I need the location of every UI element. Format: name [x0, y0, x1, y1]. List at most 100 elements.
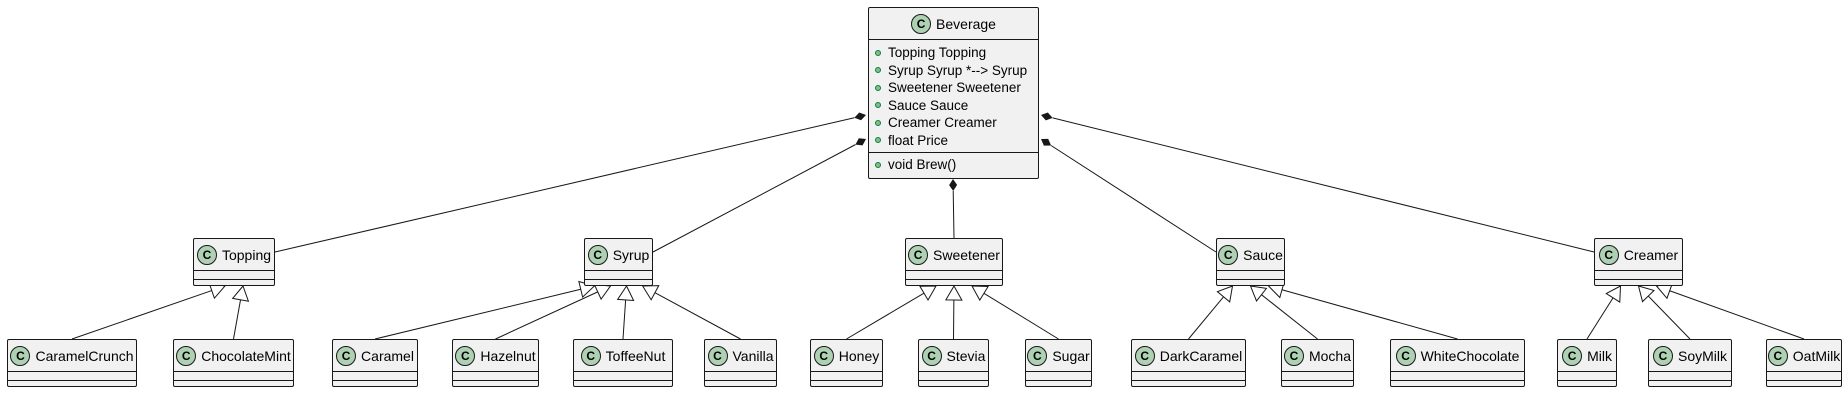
subclass-class-soy-milk[interactable]: C SoyMilk — [1648, 339, 1732, 387]
class-methods-compartment — [1595, 279, 1682, 287]
class-methods-compartment — [1649, 380, 1731, 388]
attribute-row: float Price — [869, 132, 1038, 150]
class-stereotype-icon: C — [921, 345, 942, 366]
class-methods-compartment — [1767, 380, 1841, 388]
class-methods-compartment — [906, 279, 1002, 287]
public-visibility-icon — [875, 119, 881, 126]
class-methods-compartment — [333, 380, 417, 388]
composition-edge — [1050, 145, 1217, 253]
class-stereotype-icon: C — [455, 345, 476, 366]
class-attributes-compartment — [1391, 371, 1524, 380]
class-name: ChocolateMint — [201, 347, 291, 364]
class-attributes-compartment — [1649, 371, 1731, 380]
inheritance-arrowhead-marker — [231, 285, 250, 302]
class-name: Milk — [1587, 347, 1612, 364]
class-attributes-compartment — [194, 270, 274, 279]
class-attributes-compartment — [333, 371, 417, 380]
attribute-row-text: Syrup Syrup *--> Syrup — [888, 62, 1028, 78]
class-methods-compartment — [1132, 380, 1245, 388]
class-attributes-compartment — [1132, 371, 1245, 380]
class-name: Honey — [838, 347, 880, 364]
class-header: C SoyMilk — [1649, 340, 1731, 371]
class-stereotype-icon: C — [1027, 345, 1048, 366]
class-name: Mocha — [1308, 347, 1352, 364]
inheritance-arrowhead-marker — [1605, 285, 1622, 303]
inheritance-edge — [654, 292, 741, 340]
composition-diamond-marker — [1041, 112, 1053, 121]
inheritance-arrowhead-marker — [1216, 285, 1234, 303]
class-stereotype-icon: C — [1653, 345, 1673, 366]
class-attributes-compartment — [906, 270, 1002, 279]
inheritance-edge — [1669, 290, 1805, 340]
class-methods-compartment — [1391, 380, 1524, 388]
attribute-row-text: Creamer Creamer — [888, 115, 997, 131]
composition-edge — [274, 117, 855, 253]
attribute-row: Sauce Sauce — [869, 97, 1038, 115]
class-methods-compartment — [574, 380, 672, 388]
class-attributes-compartment — [585, 270, 652, 279]
class-stereotype-icon: C — [1767, 345, 1788, 366]
class-name: Syrup — [612, 246, 650, 263]
class-name: SoyMilk — [1678, 347, 1728, 364]
attribute-row-text: Topping Topping — [888, 45, 987, 61]
inheritance-edge — [495, 291, 598, 340]
class-stereotype-icon: C — [1562, 345, 1583, 366]
composition-diamond-marker — [1041, 138, 1052, 146]
attribute-row: Topping Topping — [869, 44, 1038, 62]
class-stereotype-icon: C — [911, 13, 932, 34]
class-attributes-compartment — [1767, 371, 1841, 380]
inheritance-edge — [983, 292, 1059, 340]
class-name: Sauce — [1243, 246, 1283, 263]
class-stereotype-icon: C — [587, 244, 608, 265]
class-stereotype-icon: C — [336, 345, 357, 366]
class-attributes-compartment — [1282, 371, 1353, 380]
class-name: Sweetener — [933, 246, 1000, 263]
class-stereotype-icon: C — [1134, 345, 1155, 366]
composition-edge — [952, 190, 955, 239]
public-visibility-icon — [875, 102, 881, 109]
class-stereotype-icon: C — [1283, 345, 1304, 366]
attribute-row-text: Sauce Sauce — [888, 97, 969, 113]
class-name: OatMilk — [1792, 347, 1841, 364]
attribute-row: Creamer Creamer — [869, 114, 1038, 132]
class-attributes-compartment — [174, 371, 293, 380]
class-name: Beverage — [936, 15, 996, 32]
class-attributes-compartment — [1558, 371, 1616, 380]
class-stereotype-icon: C — [707, 345, 728, 366]
inheritance-edge — [1261, 294, 1318, 340]
inheritance-arrowhead-marker — [919, 285, 937, 302]
public-visibility-icon — [875, 137, 881, 144]
class-attributes-compartment — [8, 371, 136, 380]
class-name: Vanilla — [732, 347, 774, 364]
class-stereotype-icon: C — [580, 345, 601, 366]
class-methods-compartment — [1026, 380, 1091, 388]
